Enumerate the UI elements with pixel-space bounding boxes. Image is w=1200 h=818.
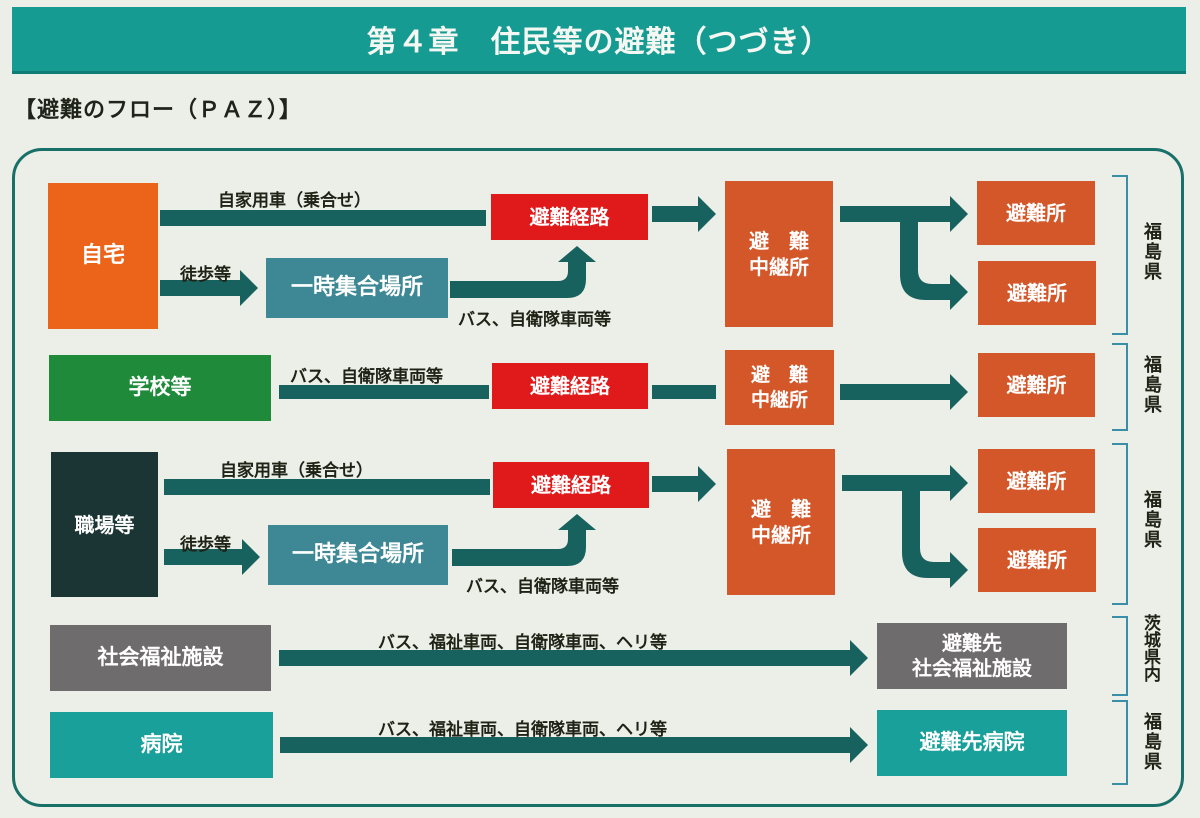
origin-hospital: 病院 xyxy=(50,712,273,778)
label-home-walk: 徒歩等 xyxy=(180,265,231,285)
relay-school: 避 難 中継所 xyxy=(725,350,834,425)
origin-workplace: 職場等 xyxy=(51,452,158,597)
shelter-workplace-2: 避難所 xyxy=(978,528,1096,592)
route-home-label: 避難経路 xyxy=(529,205,610,229)
brace-welfare xyxy=(1112,616,1128,696)
label-home-car: 自家用車（乗合せ） xyxy=(218,191,371,211)
relay-school-label: 避 難 中継所 xyxy=(750,363,808,411)
origin-home: 自宅 xyxy=(48,183,158,329)
label-welfare-transport: バス、福祉車両、自衛隊車両、ヘリ等 xyxy=(378,633,667,653)
route-workplace-label: 避難経路 xyxy=(531,473,611,497)
chapter-header: 第４章 住民等の避難（つづき） xyxy=(12,7,1186,74)
label-work-car: 自家用車（乗合せ） xyxy=(220,461,373,481)
brace-home xyxy=(1112,175,1128,335)
shelter-workplace-1: 避難所 xyxy=(978,449,1095,513)
origin-school-label: 学校等 xyxy=(128,375,192,400)
origin-welfare: 社会福祉施設 xyxy=(50,625,271,691)
flow-subtitle: 【避難のフロー（ＰＡＺ）】 xyxy=(14,98,303,123)
shelter-school: 避難所 xyxy=(978,353,1095,417)
shelter-home-2-label: 避難所 xyxy=(1007,281,1067,305)
shelter-workplace-2-label: 避難所 xyxy=(1007,548,1067,572)
label-home-bus: バス、自衛隊車両等 xyxy=(458,310,611,330)
assembly-workplace: 一時集合場所 xyxy=(268,525,448,585)
shelter-home-1-label: 避難所 xyxy=(1006,201,1066,225)
dest-hospital: 避難先病院 xyxy=(877,710,1067,776)
shelter-workplace-1-label: 避難所 xyxy=(1006,469,1067,493)
region-home: 福島県 xyxy=(1141,222,1162,282)
route-home: 避難経路 xyxy=(491,194,648,240)
relay-workplace-label: 避 難 中継所 xyxy=(751,497,811,547)
origin-school: 学校等 xyxy=(49,355,271,421)
region-hospital: 福島県 xyxy=(1141,712,1162,772)
dest-welfare: 避難先 社会福祉施設 xyxy=(877,623,1067,689)
label-school-bus: バス、自衛隊車両等 xyxy=(290,367,443,387)
assembly-workplace-label: 一時集合場所 xyxy=(291,541,424,567)
chapter-title: 第４章 住民等の避難（つづき） xyxy=(366,25,832,60)
region-workplace: 福島県 xyxy=(1141,490,1162,550)
route-workplace: 避難経路 xyxy=(493,462,649,508)
assembly-home-label: 一時集合場所 xyxy=(290,274,423,300)
relay-home-label: 避 難 中継所 xyxy=(749,229,809,279)
origin-welfare-label: 社会福祉施設 xyxy=(97,645,224,670)
brace-workplace xyxy=(1112,443,1128,605)
flow-frame xyxy=(12,148,1184,807)
region-welfare: 茨城県内 xyxy=(1140,614,1160,682)
origin-home-label: 自宅 xyxy=(80,242,125,268)
label-work-bus: バス、自衛隊車両等 xyxy=(466,577,619,597)
assembly-home: 一時集合場所 xyxy=(266,258,448,318)
label-work-walk: 徒歩等 xyxy=(180,535,231,555)
relay-workplace: 避 難 中継所 xyxy=(727,449,835,595)
label-hospital-transport: バス、福祉車両、自衛隊車両、ヘリ等 xyxy=(378,720,667,740)
brace-hospital xyxy=(1112,700,1128,785)
shelter-home-2: 避難所 xyxy=(978,261,1096,325)
route-school-label: 避難経路 xyxy=(530,374,610,398)
shelter-home-1: 避難所 xyxy=(977,181,1095,245)
brace-school xyxy=(1112,343,1128,431)
origin-workplace-label: 職場等 xyxy=(74,512,135,537)
route-school: 避難経路 xyxy=(492,363,648,409)
shelter-school-label: 避難所 xyxy=(1006,373,1067,397)
region-school: 福島県 xyxy=(1141,355,1162,415)
origin-hospital-label: 病院 xyxy=(140,732,183,757)
dest-hospital-label: 避難先病院 xyxy=(919,730,1025,755)
dest-welfare-label: 避難先 社会福祉施設 xyxy=(912,631,1032,680)
relay-home: 避 難 中継所 xyxy=(725,181,833,327)
